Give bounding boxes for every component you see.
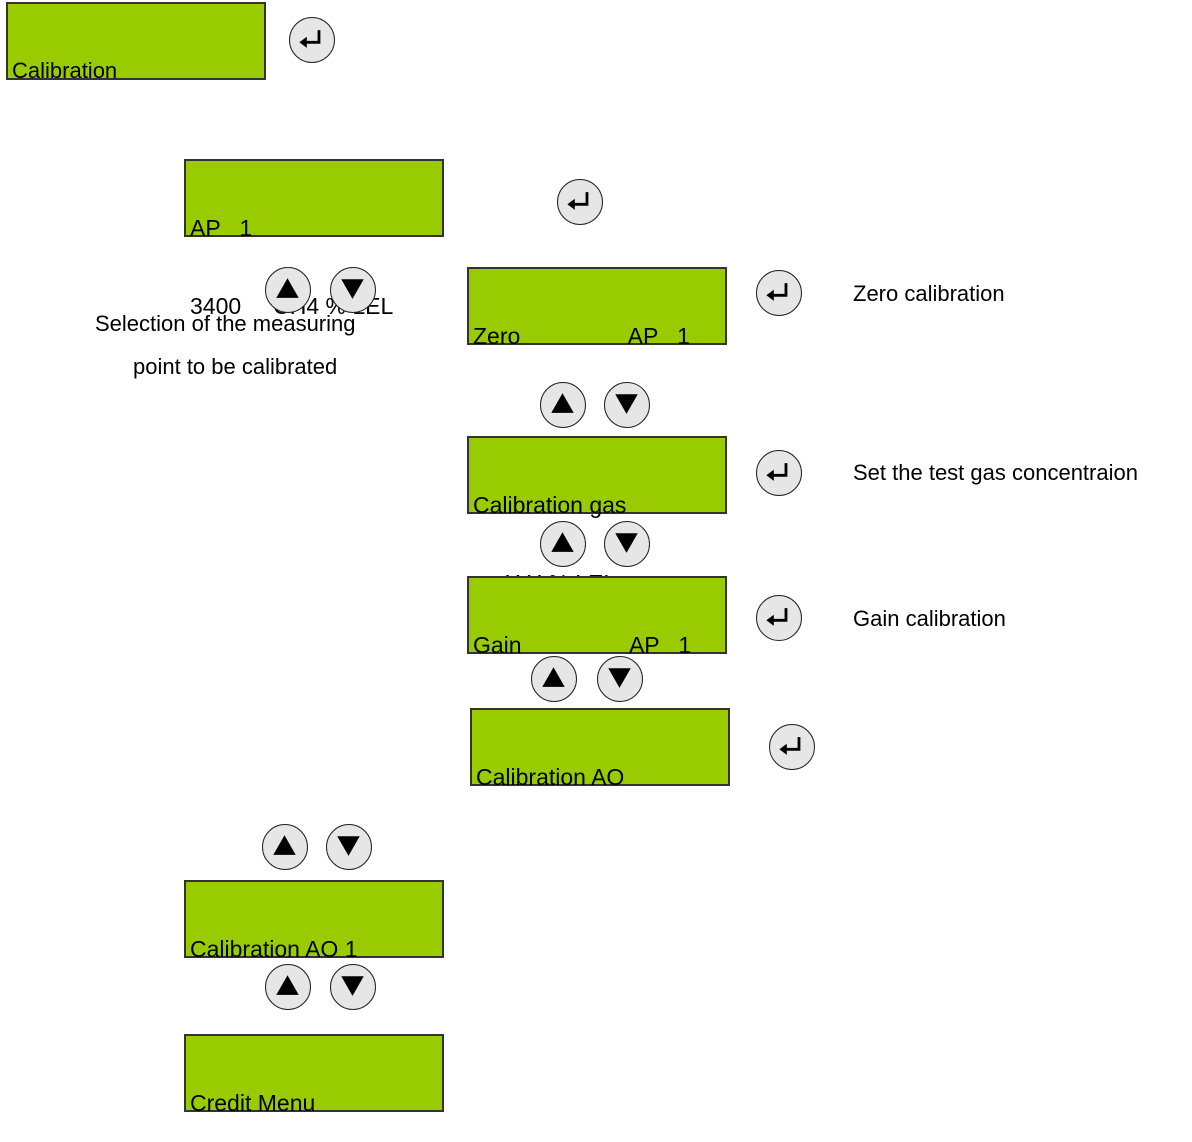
up-button[interactable] [531,656,577,702]
screen-line: Calibration gas [473,492,627,518]
arrow-up-icon [273,835,296,855]
screen-gain: Gain AP 1 [467,576,727,658]
selection-label-line-1: Selection of the measuring [95,311,356,336]
arrow-down-icon [341,279,364,299]
screen-zero: Zero AP 1 [467,267,727,349]
gain-calibration-label: Gain calibration [853,606,1006,631]
enter-button[interactable] [557,179,603,225]
down-button[interactable] [604,521,650,567]
selection-label-line-2: point to be calibrated [133,354,338,379]
enter-button[interactable] [756,450,802,496]
screen-line: Calibration [12,58,118,83]
screen-line: Calibration AO 1 [190,936,358,962]
screen-calibration-gas: Calibration gas X.X % LEL [467,436,727,596]
enter-icon [299,30,321,48]
down-button[interactable] [330,964,376,1010]
zero-calibration-label: Zero calibration [853,281,1005,306]
screen-line: Calibration AO [476,764,625,790]
enter-icon [766,463,788,481]
down-button[interactable] [604,382,650,428]
screen-line: Credit Menu [190,1090,316,1116]
arrow-up-icon [276,278,299,298]
arrow-down-icon [615,533,638,553]
arrow-up-icon [276,975,299,995]
arrow-down-icon [615,394,638,414]
screen-line: Gain AP 1 [473,632,692,658]
screen-line: AP 1 [190,215,253,241]
down-button[interactable] [326,824,372,870]
enter-icon [567,192,589,210]
enter-icon [766,608,788,626]
arrow-down-icon [608,668,631,688]
screen-calibration-ao: Calibration AO [470,708,730,790]
up-button[interactable] [540,521,586,567]
up-button[interactable] [262,824,308,870]
test-gas-label: Set the test gas concentraion [853,460,1138,485]
arrow-up-icon [551,393,574,413]
enter-button[interactable] [756,270,802,316]
enter-button[interactable] [289,17,335,63]
down-button[interactable] [597,656,643,702]
arrow-down-icon [341,976,364,996]
enter-button[interactable] [769,724,815,770]
arrow-down-icon [337,836,360,856]
screen-calibration: Calibration [6,2,266,83]
arrow-up-icon [542,667,565,687]
enter-button[interactable] [756,595,802,641]
screen-line: Zero AP 1 [473,323,690,349]
up-button[interactable] [265,964,311,1010]
up-button[interactable] [265,267,311,313]
enter-icon [779,737,801,755]
down-button[interactable] [330,267,376,313]
arrow-up-icon [551,532,574,552]
screen-ap: AP 1 3400 CH4 % LEL [184,159,444,319]
up-button[interactable] [540,382,586,428]
enter-icon [766,283,788,301]
screen-credit-menu: Credit Menu [184,1034,444,1116]
screen-calibration-ao-1: Calibration AO 1 [184,880,444,962]
